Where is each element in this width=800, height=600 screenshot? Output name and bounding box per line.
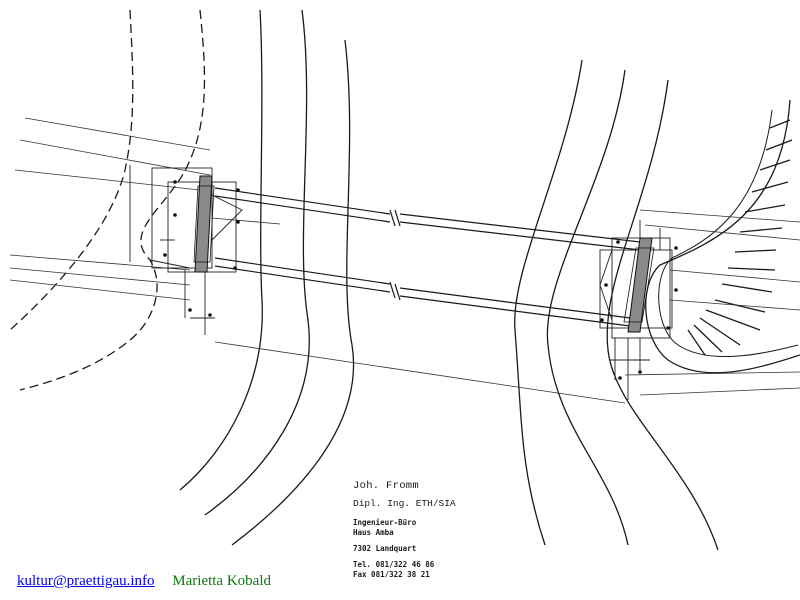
- author-name: Marietta Kobald: [172, 573, 271, 589]
- left-abutment-frame: [129, 165, 243, 335]
- office-line1: Ingenieur-Büro: [353, 518, 417, 527]
- right-pier: [623, 237, 655, 333]
- contour-right-2: [546, 69, 629, 546]
- engineer-title-block: Joh. Fromm Dipl. Ing. ETH/SIA Ingenieur-…: [353, 480, 513, 580]
- contour-right-3: [606, 79, 719, 551]
- contour-right-1: [514, 59, 583, 546]
- page-footer: kultur@praettigau.info Marietta Kobald: [17, 573, 271, 590]
- contour-left-1: [179, 9, 263, 491]
- office-city: 7302 Landquart: [353, 544, 417, 553]
- slope-hatching: [687, 119, 793, 356]
- contour-dashed-left-2: [19, 9, 206, 391]
- contour-bowl-inner: [658, 109, 799, 358]
- contour-left-2: [204, 9, 310, 516]
- office-tel: Tel. 081/322 46 86: [353, 560, 435, 569]
- contour-bowl-outer: [645, 99, 800, 374]
- anchor-points: [163, 180, 678, 380]
- office-fax: Fax 081/322 38 21: [353, 570, 430, 579]
- engineer-name: Joh. Fromm: [353, 480, 420, 492]
- bridge-deck: [214, 187, 641, 327]
- left-pier: [193, 175, 215, 273]
- email-link[interactable]: kultur@praettigau.info: [17, 573, 155, 589]
- engineer-degree: Dipl. Ing. ETH/SIA: [353, 498, 456, 509]
- contour-left-3: [231, 39, 355, 546]
- office-line2: Haus Amba: [353, 528, 394, 537]
- bridge-plan-drawing: [9, 9, 800, 551]
- contour-dashed-left-1: [9, 9, 134, 331]
